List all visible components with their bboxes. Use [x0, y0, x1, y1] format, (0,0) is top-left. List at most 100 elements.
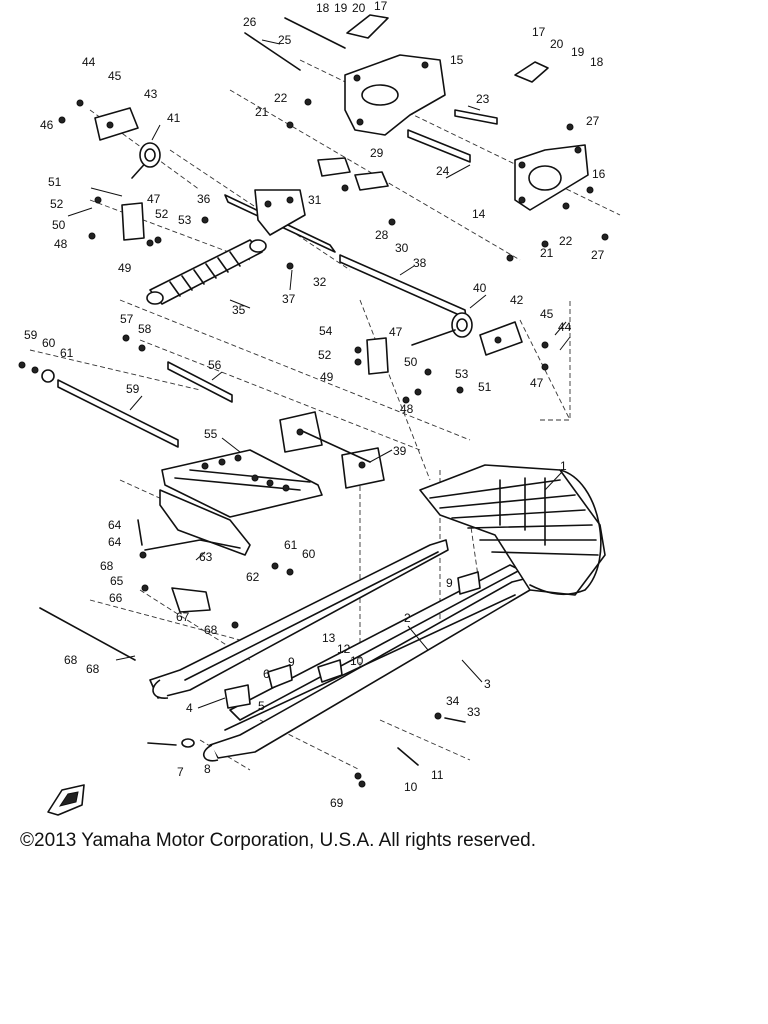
- callout: 26: [243, 15, 257, 29]
- callout: 42: [510, 293, 524, 307]
- yamaha-logo: [47, 784, 85, 816]
- callout: 3: [484, 677, 491, 691]
- callout: 9: [288, 655, 295, 669]
- callout: 29: [370, 146, 384, 160]
- callout: 18: [590, 55, 604, 69]
- callout: 2: [404, 611, 411, 625]
- callout: 59: [24, 328, 38, 342]
- callout: 9: [446, 576, 453, 590]
- callout: 20: [550, 37, 564, 51]
- callout: 65: [110, 574, 124, 588]
- callout: 7: [177, 765, 184, 779]
- callout: 27: [591, 248, 605, 262]
- callout: 68: [204, 623, 218, 637]
- callout: 67: [176, 610, 190, 624]
- track: [419, 464, 606, 596]
- callout: 32: [313, 275, 327, 289]
- hardware: [18, 98, 609, 788]
- callout: 15: [450, 53, 464, 67]
- callout: 19: [334, 1, 348, 15]
- callout: 41: [167, 111, 181, 125]
- callout: 35: [232, 303, 246, 317]
- callout: 12: [337, 642, 351, 656]
- rear-pivot-bracket: [514, 61, 589, 211]
- callout: 27: [586, 114, 600, 128]
- callout: 47: [389, 325, 403, 339]
- callout: 47: [147, 192, 161, 206]
- slide-rail-left: [149, 539, 449, 699]
- front-pivot-bracket: [344, 14, 446, 136]
- callout: 51: [478, 380, 492, 394]
- callout: 48: [54, 237, 68, 251]
- callout: 62: [246, 570, 260, 584]
- callout: 1: [560, 459, 567, 473]
- suspension-arm: [254, 157, 389, 236]
- callout: 52: [155, 207, 169, 221]
- slide-frame: [144, 449, 323, 556]
- callout: 53: [178, 213, 192, 227]
- callout-labels: 1 2 3 4 5 6 7 8 9 9 10 10 11 12 13 14 15…: [24, 0, 606, 810]
- callout: 23: [476, 92, 490, 106]
- callout: 59: [126, 382, 140, 396]
- callout: 19: [571, 45, 585, 59]
- callout: 22: [559, 234, 573, 248]
- parts-diagram: 1 2 3 4 5 6 7 8 9 9 10 10 11 12 13 14 15…: [18, 0, 621, 816]
- callout: 57: [120, 312, 134, 326]
- callout: 45: [540, 307, 554, 321]
- callout: 8: [204, 762, 211, 776]
- callout: 24: [436, 164, 450, 178]
- callout: 68: [100, 559, 114, 573]
- callout: 60: [302, 547, 316, 561]
- callout: 34: [446, 694, 460, 708]
- callout: 31: [308, 193, 322, 207]
- callout: 44: [558, 320, 572, 334]
- callout: 18: [316, 1, 330, 15]
- callout: 64: [108, 535, 122, 549]
- callout: 13: [322, 631, 336, 645]
- callout: 5: [258, 699, 265, 713]
- callout: 49: [320, 370, 334, 384]
- callout: 50: [404, 355, 418, 369]
- callout: 20: [352, 1, 366, 15]
- callout: 21: [255, 105, 269, 119]
- callout: 51: [48, 175, 62, 189]
- callout: 40: [473, 281, 487, 295]
- callout: 48: [400, 402, 414, 416]
- spring-left: [94, 107, 161, 241]
- shock-absorber: [146, 239, 267, 305]
- callout: 63: [199, 550, 213, 564]
- callout: 55: [204, 427, 218, 441]
- callout: 60: [42, 336, 56, 350]
- callout: 36: [197, 192, 211, 206]
- callout: 66: [109, 591, 123, 605]
- callout: 49: [118, 261, 132, 275]
- callout: 4: [186, 701, 193, 715]
- callout: 58: [138, 322, 152, 336]
- callout: 10: [350, 654, 364, 668]
- callout: 10: [404, 780, 418, 794]
- callout: 61: [284, 538, 298, 552]
- callout: 68: [86, 662, 100, 676]
- callout: 6: [263, 667, 270, 681]
- copyright-notice: ©2013 Yamaha Motor Corporation, U.S.A. A…: [20, 830, 536, 851]
- callout: 17: [374, 0, 388, 13]
- callout: 30: [395, 241, 409, 255]
- callout: 46: [40, 118, 54, 132]
- callout: 61: [60, 346, 74, 360]
- callout: 21: [540, 246, 554, 260]
- callout: 52: [50, 197, 64, 211]
- callout: 45: [108, 69, 122, 83]
- leader-lines: [67, 39, 571, 709]
- spring-right: [366, 312, 523, 375]
- callout: 53: [455, 367, 469, 381]
- callout: 56: [208, 358, 222, 372]
- callout: 22: [274, 91, 288, 105]
- callout: 28: [375, 228, 389, 242]
- callout: 38: [413, 256, 427, 270]
- callout: 16: [592, 167, 606, 181]
- center-axle-bracket: [279, 411, 385, 489]
- callout: 50: [52, 218, 66, 232]
- callout: 44: [82, 55, 96, 69]
- callout: 14: [472, 207, 486, 221]
- callout: 69: [330, 796, 344, 810]
